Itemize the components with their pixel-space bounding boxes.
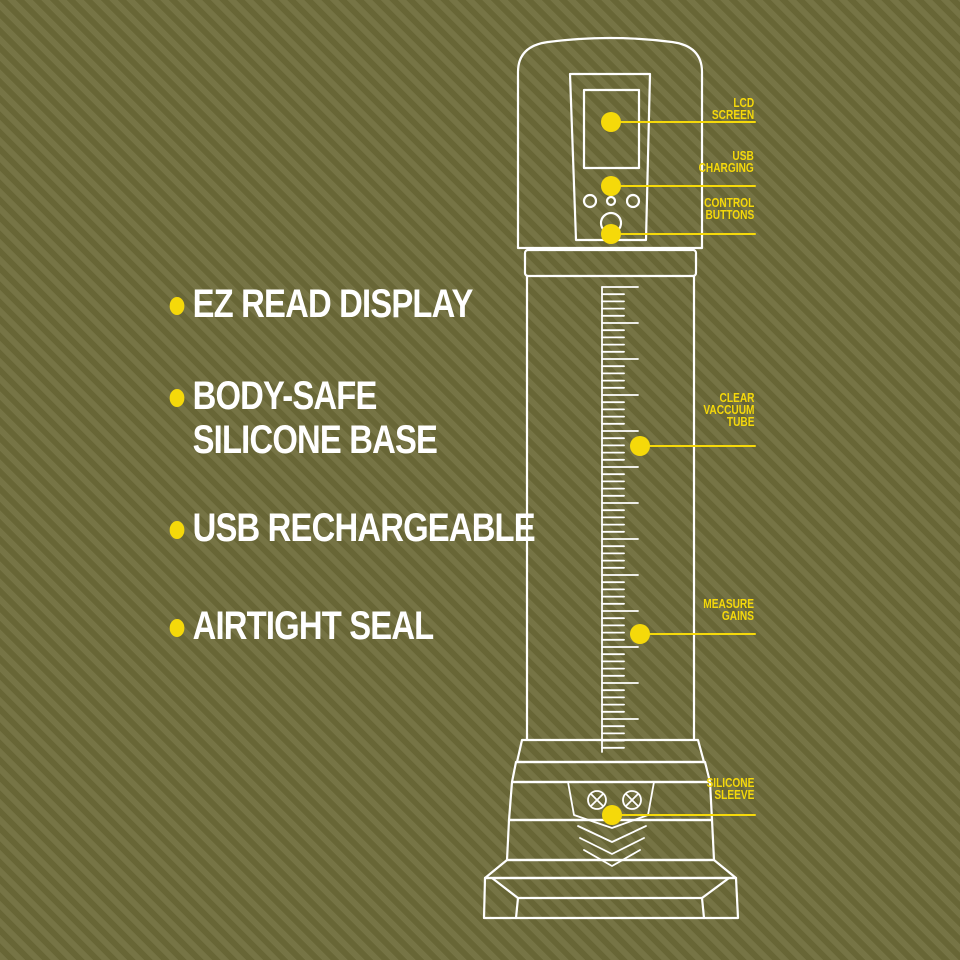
feature-ez-read-display: EZ READ DISPLAY <box>168 282 473 326</box>
feature-text: EZ READ DISPLAY <box>192 282 474 326</box>
callout-usb-charging: USB CHARGING <box>698 148 754 175</box>
callout-clear-vacuum-tube: CLEAR VACCUUM TUBE <box>702 390 754 429</box>
bullet-dot-icon <box>169 297 185 315</box>
callout-text: MEASURE <box>703 596 754 611</box>
display-panel-outline <box>568 72 652 242</box>
callout-text: LCD <box>733 95 754 110</box>
feature-text: BODY-SAFE <box>192 374 378 418</box>
callout-text: BUTTONS <box>705 207 754 222</box>
center-button-icon <box>605 195 617 207</box>
callout-text: CLEAR <box>719 390 754 405</box>
feature-airtight-seal: AIRTIGHT SEAL <box>168 604 435 648</box>
measure-gains-dot-icon <box>630 624 650 644</box>
feature-usb-rechargeable: USB RECHARGEABLE <box>168 506 536 550</box>
callout-text: SLEEVE <box>713 787 754 802</box>
left-button-icon <box>582 193 598 209</box>
callout-text: GAINS <box>721 608 754 623</box>
callout-silicone-sleeve: SILICONE SLEEVE <box>706 775 754 802</box>
callout-dots <box>601 112 650 825</box>
feature-text: SILICONE BASE <box>192 418 438 462</box>
callout-text: TUBE <box>726 414 754 429</box>
bullet-dot-icon <box>169 619 185 637</box>
right-button-icon <box>625 193 641 209</box>
callout-lcd-screen: LCD SCREEN <box>711 95 754 122</box>
silicone-base-outline <box>515 738 706 764</box>
callout-lines <box>610 121 756 816</box>
lcd-screen-outline <box>582 88 641 170</box>
shield-emblem-icon <box>567 781 655 867</box>
callout-text: CHARGING <box>698 160 754 175</box>
bullet-dot-icon <box>169 521 185 539</box>
bullet-dot-icon <box>169 389 185 407</box>
callout-text: SILICONE <box>706 775 754 790</box>
lcd-screen-dot-icon <box>601 112 621 132</box>
pump-collar-outline <box>523 248 698 278</box>
feature-body-safe-silicone-base: BODY-SAFE SILICONE BASE <box>168 374 438 462</box>
feature-text: USB RECHARGEABLE <box>192 506 536 550</box>
callout-text: USB <box>732 148 754 163</box>
feature-text: AIRTIGHT SEAL <box>192 604 435 648</box>
callout-text: SCREEN <box>711 107 754 122</box>
vacuum-tube-outline <box>525 274 696 742</box>
usb-charging-dot-icon <box>601 176 621 196</box>
callout-text: CONTROL <box>703 195 754 210</box>
clear-vacuum-tube-dot-icon <box>630 436 650 456</box>
measurement-scale <box>601 286 639 753</box>
callout-measure-gains: MEASURE GAINS <box>703 596 754 623</box>
pump-head-outline <box>516 36 704 250</box>
callout-text: VACCUUM <box>702 402 754 417</box>
silicone-sleeve-dot-icon <box>602 805 622 825</box>
control-buttons-dot-icon <box>601 224 621 244</box>
callout-control-buttons: CONTROL BUTTONS <box>703 195 754 222</box>
